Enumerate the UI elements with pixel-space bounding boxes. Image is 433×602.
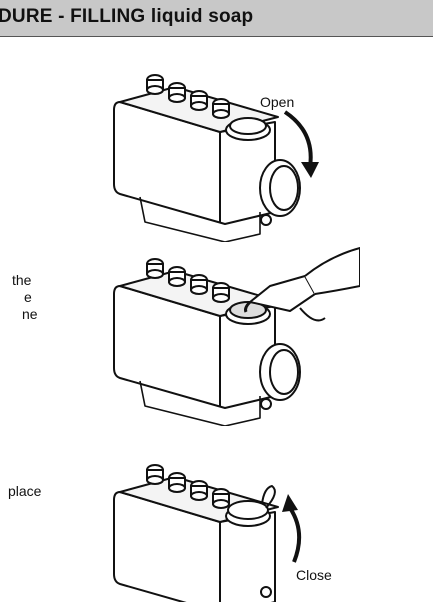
section-header: DURE - FILLING liquid soap [0,0,433,37]
step-3-text-line-1: place [2,483,41,500]
section-title: DURE - FILLING liquid soap [0,6,253,28]
step-3-text: place [2,483,41,500]
step-2-text: the e ne [2,272,38,323]
dispenser-pouring-illustration [100,246,360,426]
open-label: Open [260,94,294,110]
step-2-text-line-3: ne [2,306,38,323]
dispenser-close-illustration: Close [100,452,360,602]
dispenser-open-illustration: Open [100,62,360,242]
close-label: Close [296,567,332,583]
step-2-text-line-2: e [2,289,38,306]
step-2-text-line-1: the [2,272,38,289]
